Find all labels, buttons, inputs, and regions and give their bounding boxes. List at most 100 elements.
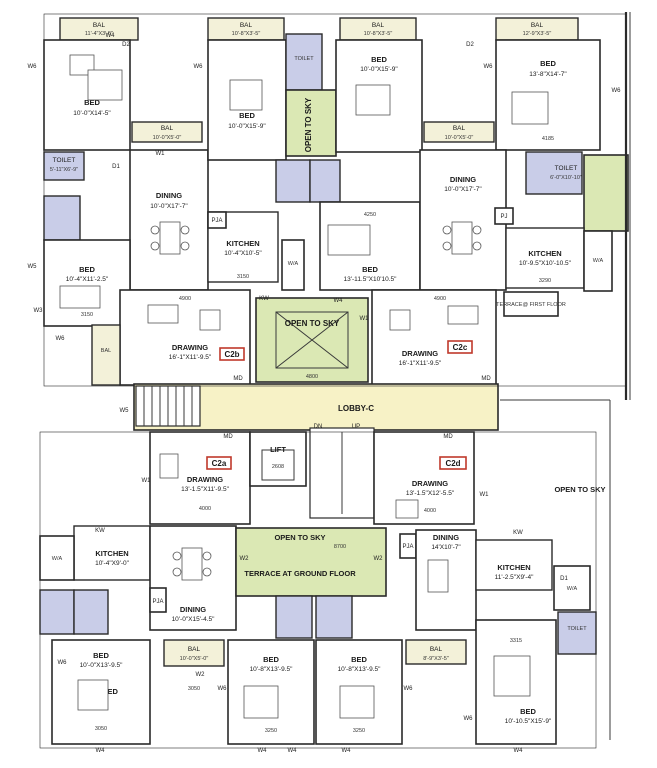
toilet-mid-2: [309, 159, 341, 203]
drawing-bottom-right: [373, 431, 475, 525]
dining-dimension: 14'X10'-7": [431, 544, 461, 551]
dimension-label: 3290: [539, 278, 551, 284]
bedroom-label: BED: [84, 98, 100, 107]
bed-furniture: [493, 655, 531, 697]
drawing-left: [119, 289, 251, 386]
balcony-label: BAL: [430, 646, 443, 653]
toilet-bottom-left: [39, 589, 75, 635]
balcony-label: BAL: [240, 22, 253, 29]
unit-badge-text: C2b: [224, 350, 239, 359]
bedroom-label: BED: [371, 55, 387, 64]
toilet-label: TOILET: [294, 56, 314, 62]
kitchen-dimension: 10'-4"X9'-0": [95, 560, 130, 567]
balcony-dimension: 11'-4"X3'-5": [85, 31, 113, 37]
balcony-mid-left: [131, 121, 203, 143]
kitchen-dimension: 10'-4"X10'-5": [224, 250, 262, 257]
window-tag: W6: [612, 88, 622, 94]
bedroom-dimension: 10'-10.5"X15'-9": [505, 718, 552, 725]
toilet-dimension: 5'-11"X6'-9": [50, 167, 78, 173]
kitchen-window-tag: KW: [513, 530, 523, 536]
window-tag: W4: [258, 748, 268, 754]
window-tag: W2: [196, 672, 206, 678]
bed-furniture: [327, 224, 371, 256]
window-tag: W4: [342, 748, 352, 754]
dining-right: [419, 149, 507, 291]
window-tag: W4: [106, 33, 116, 39]
dining-left: [129, 149, 209, 291]
kitchen-right: [505, 227, 585, 289]
lift-car: [261, 449, 295, 481]
stair-down: DN: [314, 424, 323, 430]
door-tag: D2: [122, 42, 130, 48]
balcony-dimension: 10'-8"X3'-5": [364, 31, 393, 37]
window-tag: W6: [404, 686, 414, 692]
bed-furniture: [87, 69, 123, 101]
pooja-room: [207, 211, 227, 229]
balcony-bottom-left: [163, 639, 225, 667]
window-tag: W5: [28, 264, 38, 270]
bedroom-label: BED: [239, 111, 255, 120]
bedroom-dimension: 10'-0"X13'-9.5": [80, 662, 124, 669]
skylight-diagonal: [275, 311, 349, 369]
bed-furniture: [511, 91, 549, 125]
skylight-frame: [275, 311, 349, 369]
open-to-sky-right-strip: [583, 154, 629, 232]
unit-badge-text: C2c: [453, 343, 468, 352]
unit-c2b: BAL 11'-4"X3'-5" BED 10'-0"X14'-5" BAL 1…: [43, 17, 279, 386]
drawing-right: [371, 289, 497, 386]
door-tag: D1: [112, 164, 120, 170]
dimension-label: 4900: [179, 296, 191, 302]
bedroom-label: BED: [93, 651, 109, 660]
chair: [150, 225, 160, 235]
pooja-bottom-left: [149, 587, 167, 613]
stair-up: UP: [352, 424, 360, 430]
bedroom-label: BED: [362, 265, 378, 274]
drawing-dimension: 13'-1.5"X11'-9.5": [181, 486, 230, 493]
balcony-dimension: 8'-9"X3'-5": [423, 656, 449, 662]
bedroom-dimension: 10'-8"X13'-9.5": [338, 666, 382, 673]
dining-table: [159, 221, 181, 255]
wa-label: W/A: [567, 586, 578, 592]
dining-table: [181, 547, 203, 581]
window-tag: W6: [56, 336, 66, 342]
pooja-label: PJ: [500, 214, 507, 220]
bed-furniture: [243, 685, 279, 719]
toilet-label: TOILET: [567, 626, 587, 632]
door-tag: D1: [560, 576, 568, 582]
dimension-label: 8700: [334, 544, 346, 550]
window-tag: W6: [58, 660, 68, 666]
drawing-label: DRAWING: [187, 475, 223, 484]
balcony-left: [91, 324, 121, 386]
open-to-sky-label: OPEN TO SKY: [274, 533, 325, 542]
unit-c2c: BAL 12'-9"X3'-5" BED 13'-8"X14'-7" 4185 …: [371, 17, 629, 386]
bedroom-dimension: 10'-0"X15'-9": [360, 66, 398, 73]
balcony-bottom-right: [405, 639, 467, 665]
balcony-label: BAL: [101, 348, 111, 354]
dimension-label: 2608: [272, 464, 284, 470]
drawing-label: DRAWING: [412, 479, 448, 488]
kitchen-window-tag: KW: [95, 528, 105, 534]
window-tag: W4: [334, 298, 344, 304]
chair: [199, 309, 221, 331]
bedroom-label: BED: [540, 59, 556, 68]
bed-furniture: [77, 679, 109, 711]
door-tag: MD: [223, 434, 233, 440]
sofa: [447, 305, 479, 325]
terrace-label: TERRACE AT GROUND FLOOR: [244, 569, 356, 578]
bedroom-label: BED: [263, 655, 279, 664]
open-to-sky-label: OPEN TO SKY: [554, 485, 605, 494]
chair: [389, 309, 411, 331]
open-to-sky-label: OPEN TO SKY: [285, 319, 340, 328]
bed-furniture: [355, 84, 391, 116]
balcony-label: BAL: [188, 646, 201, 653]
pooja-label: PJA: [402, 544, 413, 550]
chair: [442, 241, 452, 251]
window-tag: W6: [484, 64, 494, 70]
door-tag: MD: [481, 376, 491, 382]
sofa: [147, 304, 179, 324]
unit-badge: [206, 456, 232, 470]
unit-badge: [219, 347, 245, 361]
kitchen-label: KITCHEN: [95, 549, 128, 558]
balcony-label: BAL: [93, 22, 106, 29]
balcony-label: BAL: [161, 125, 174, 132]
